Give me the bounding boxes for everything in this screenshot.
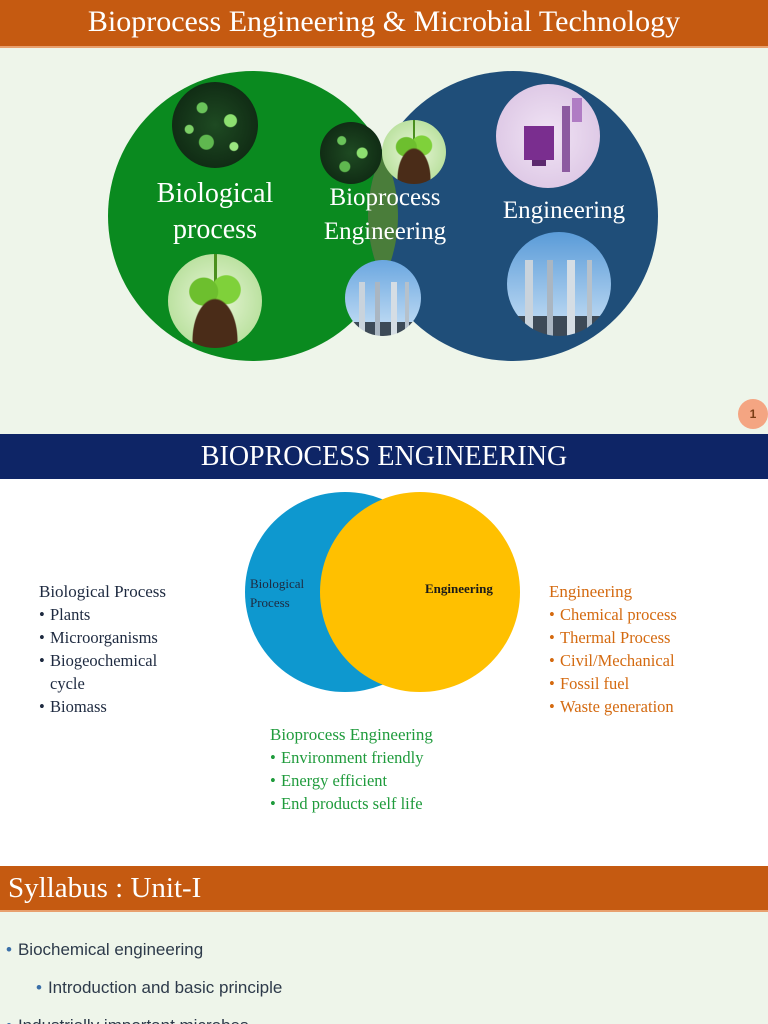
- microbes-image-small: [320, 122, 382, 184]
- engineering-circle-yellow: [320, 492, 520, 692]
- venn-biological-label-line2: Process: [250, 595, 290, 610]
- bioprocess-engineering-list-title: Bioprocess Engineering: [270, 725, 433, 744]
- bullet-icon: •: [6, 1016, 12, 1024]
- biological-process-label-line2: process: [173, 214, 257, 246]
- slide-1: Bioprocess Engineering & Microbial Techn…: [0, 0, 768, 434]
- list-item: Chemical process: [549, 603, 677, 626]
- list-item: Biomass: [39, 695, 166, 718]
- plant-seedling-image-small: [382, 120, 446, 184]
- biological-process-label-line1: Biological: [156, 178, 274, 209]
- biological-process-list-title: Biological Process: [39, 582, 167, 601]
- slide-3: Syllabus : Unit-I • Biochemical engineeri…: [0, 866, 768, 1024]
- slide-2: BIOPROCESS ENGINEERING Biological Proces…: [0, 434, 768, 866]
- biological-process-list: Biological Process Plants Microorganisms…: [39, 580, 166, 718]
- list-item: Thermal Process: [549, 626, 677, 649]
- bioprocess-label-line1: Bioprocess: [329, 184, 441, 211]
- syllabus-item: • Industrially important microbes: [6, 1016, 248, 1024]
- engineering-list-title: Engineering: [549, 582, 633, 601]
- bullet-icon: •: [36, 978, 42, 997]
- slide-1-header-bar: [0, 0, 768, 48]
- slide-3-title: Syllabus : Unit-I: [8, 872, 202, 904]
- bioprocess-label-line2: Engineering: [323, 217, 447, 245]
- syllabus-subitem: • Introduction and basic principle: [36, 978, 282, 998]
- list-item: Environment friendly: [270, 746, 433, 769]
- list-item: Civil/Mechanical: [549, 649, 677, 672]
- list-item: Fossil fuel: [549, 672, 677, 695]
- slide-2-title: BIOPROCESS ENGINEERING: [200, 441, 568, 472]
- list-item: Waste generation: [549, 695, 677, 718]
- list-item: Microorganisms: [39, 626, 166, 649]
- syllabus-item: • Biochemical engineering: [6, 940, 203, 960]
- plant-seedling-image: [168, 254, 262, 348]
- page-number-badge: 1: [738, 399, 768, 429]
- list-item: Plants: [39, 603, 166, 626]
- bioprocess-engineering-list: Bioprocess Engineering Environment frien…: [270, 723, 433, 815]
- microbes-image: [172, 82, 258, 168]
- lab-equipment-image: [496, 84, 600, 188]
- venn-biological-label: Biological Process: [250, 574, 304, 612]
- syllabus-subitem-text: Introduction and basic principle: [47, 978, 283, 997]
- bioprocess-engineering-label: Bioprocess Engineering: [306, 181, 464, 249]
- industrial-plant-image-small: [345, 260, 421, 336]
- syllabus-item-text: Industrially important microbes: [18, 1016, 249, 1024]
- syllabus-item-text: Biochemical engineering: [17, 940, 204, 959]
- industrial-plant-image: [507, 232, 611, 336]
- slide-1-title: Bioprocess Engineering & Microbial Techn…: [87, 5, 681, 38]
- engineering-list: Engineering Chemical process Thermal Pro…: [549, 580, 677, 718]
- bullet-icon: •: [6, 940, 12, 959]
- biological-process-label: Biological process: [143, 176, 287, 249]
- venn-biological-label-line1: Biological: [250, 576, 305, 591]
- list-item: End products self life: [270, 792, 433, 815]
- engineering-label: Engineering: [502, 197, 626, 224]
- slide-3-header-bar: [0, 866, 768, 912]
- venn-engineering-label: Engineering: [425, 581, 493, 596]
- list-item: Biogeochemical: [39, 649, 166, 672]
- list-item: Energy efficient: [270, 769, 433, 792]
- list-item-continuation-text: cycle: [50, 674, 85, 693]
- slide-2-header-bar: [0, 434, 768, 479]
- list-item-continuation: cycle: [39, 672, 166, 695]
- biological-engineering-venn-diagram: [245, 492, 520, 692]
